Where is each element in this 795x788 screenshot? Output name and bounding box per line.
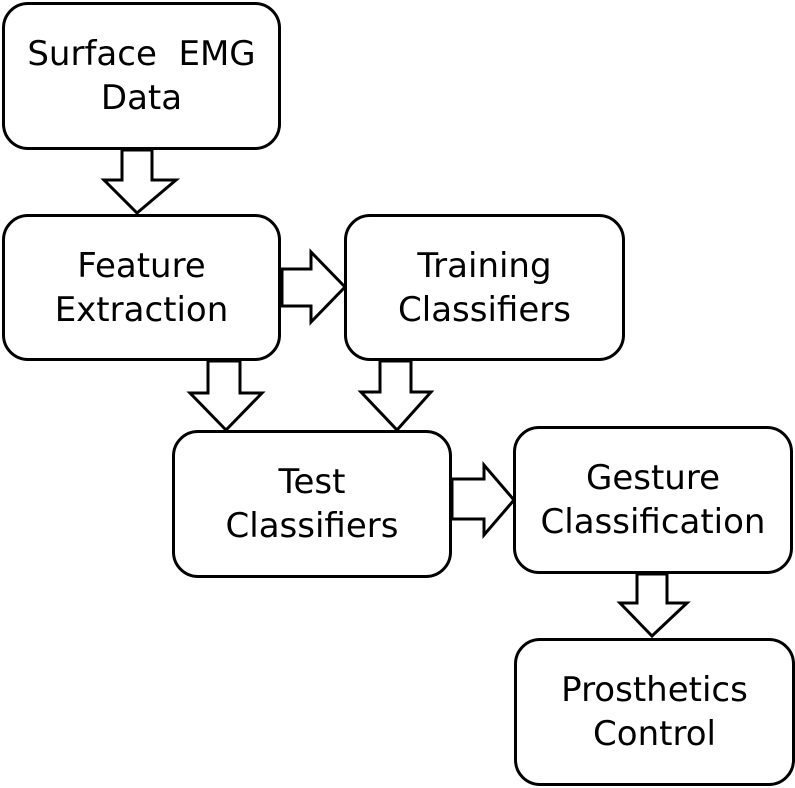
node-label-line: Feature [77, 245, 206, 286]
node-label-line: Test [278, 462, 346, 502]
node-label-line: Gesture [585, 458, 720, 498]
node-label-line: Control [593, 714, 716, 754]
arrow-test-classifiers-to-gesture-classification [450, 460, 516, 540]
node-training-classifiers: Training Classifiers [344, 214, 625, 361]
node-label-line: Classifiers [398, 289, 571, 330]
arrow-surface-emg-to-feature-extraction [100, 148, 181, 216]
node-label-line: Classification [540, 502, 766, 542]
arrow-training-classifiers-to-test-classifiers [357, 359, 435, 433]
node-surface-emg-data: Surface EMG Data [2, 2, 281, 150]
node-label-line: Data [100, 78, 183, 118]
node-label-line: Training [417, 245, 552, 286]
node-label-line: Classifiers [225, 506, 399, 546]
node-feature-extraction: Feature Extraction [2, 214, 281, 361]
node-test-classifiers: Test Classifiers [172, 430, 452, 578]
node-label-line: Surface EMG [27, 34, 256, 74]
arrow-feature-extraction-to-training-classifiers [280, 248, 348, 326]
node-label-line: Prosthetics [561, 670, 748, 710]
arrow-feature-extraction-to-test-classifiers [186, 359, 266, 433]
node-gesture-classification: Gesture Classification [513, 426, 793, 574]
node-label-line: Extraction [54, 289, 229, 330]
node-prosthetics-control: Prosthetics Control [514, 638, 795, 786]
arrow-gesture-classification-to-prosthetics-control [616, 572, 691, 639]
